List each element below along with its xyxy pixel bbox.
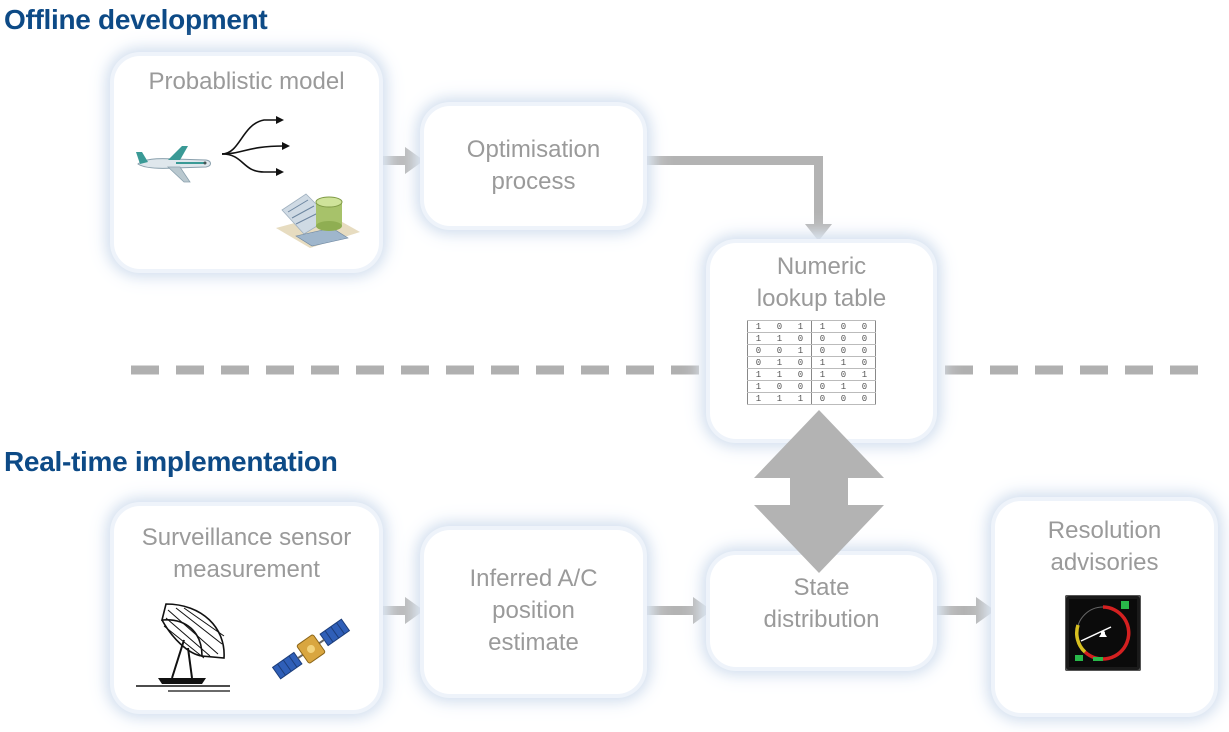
optimisation-process-label: Optimisation process [466, 136, 601, 195]
lookup-table-cell: 0 [790, 332, 812, 345]
lookup-table-cell: 0 [854, 380, 876, 393]
lookup-table-cell: 0 [769, 320, 790, 333]
optimisation-process-box: Optimisation process [424, 106, 643, 226]
lookup-table-cell: 0 [790, 356, 812, 369]
lookup-table-cell: 1 [833, 356, 854, 369]
lookup-table-cell: 1 [811, 356, 833, 369]
lookup-table-cell: 0 [811, 332, 833, 345]
lookup-table-cell: 0 [747, 356, 769, 369]
lookup-table-cell: 1 [747, 380, 769, 393]
lookup-table-cell: 0 [833, 332, 854, 345]
lookup-table-cell: 0 [854, 356, 876, 369]
lookup-table-cell: 1 [747, 368, 769, 381]
lookup-table-cell: 0 [854, 320, 876, 333]
lookup-table-cell: 1 [811, 368, 833, 381]
lookup-table-cell: 0 [854, 332, 876, 345]
position-estimate-label: Inferred A/C position estimate [469, 565, 598, 656]
lookup-table-cell: 1 [769, 392, 790, 405]
lookup-table-cell: 0 [833, 392, 854, 405]
lookup-table-cell: 0 [811, 392, 833, 405]
lookup-table-cell: 0 [769, 344, 790, 357]
lookup-table-cell: 1 [747, 320, 769, 333]
lookup-table-cell: 1 [769, 356, 790, 369]
offline-development-title: Offline development [4, 4, 268, 35]
resolution-advisories-label: Resolution advisories [1047, 517, 1162, 576]
lookup-table-cell: 1 [769, 368, 790, 381]
lookup-table-cell: 0 [811, 380, 833, 393]
arrow-surveillance-to-estimate [381, 597, 424, 624]
lookup-table-cell: 0 [747, 344, 769, 357]
state-distribution-label: State distribution [763, 574, 880, 633]
branching-arrows-icon [221, 116, 290, 176]
lookup-table-cell: 1 [790, 344, 812, 357]
lookup-table-cell: 0 [769, 380, 790, 393]
lookup-table-cell: 1 [769, 332, 790, 345]
arrow-model-to-optimisation [381, 147, 424, 174]
position-estimate-box: Inferred A/C position estimate [424, 530, 643, 694]
radar-display-icon [1065, 595, 1141, 671]
resolution-advisories-box: Resolution advisories [995, 501, 1214, 713]
lookup-table-cell: 0 [833, 368, 854, 381]
state-distribution-box: State distribution [710, 555, 933, 667]
realtime-implementation-title: Real-time implementation [4, 446, 338, 477]
lookup-table-cell: 1 [854, 368, 876, 381]
arrow-estimate-to-state [645, 597, 712, 624]
lookup-table-cell: 1 [790, 392, 812, 405]
surveillance-sensor-label: Surveillance sensor measurement [141, 524, 352, 583]
lookup-table-cell: 0 [790, 368, 812, 381]
radar-dish-icon [136, 603, 230, 692]
satellite-icon [271, 618, 351, 680]
lookup-table-cell: 1 [747, 332, 769, 345]
lookup-table-cell: 1 [747, 392, 769, 405]
lookup-table-cell: 1 [811, 320, 833, 333]
database-chart-icon [276, 193, 360, 248]
arrow-optimisation-to-lookup [643, 156, 832, 241]
lookup-table-cell: 0 [833, 344, 854, 357]
lookup-table-cell: 0 [811, 344, 833, 357]
lookup-table-cell: 1 [833, 380, 854, 393]
airplane-icon [136, 146, 211, 183]
surveillance-sensor-box: Surveillance sensor measurement [114, 506, 379, 710]
arrow-state-to-advisories [933, 597, 995, 624]
probabilistic-model-label: Probablistic model [148, 68, 345, 95]
lookup-table-cell: 0 [854, 344, 876, 357]
lookup-table-label: Numeric lookup table [756, 253, 887, 312]
lookup-table-cell: 1 [790, 320, 812, 333]
probabilistic-model-box: Probablistic model [114, 56, 379, 269]
lookup-table-cell: 0 [854, 392, 876, 405]
lookup-table-cell: 0 [833, 320, 854, 333]
lookup-table-cell: 0 [790, 380, 812, 393]
